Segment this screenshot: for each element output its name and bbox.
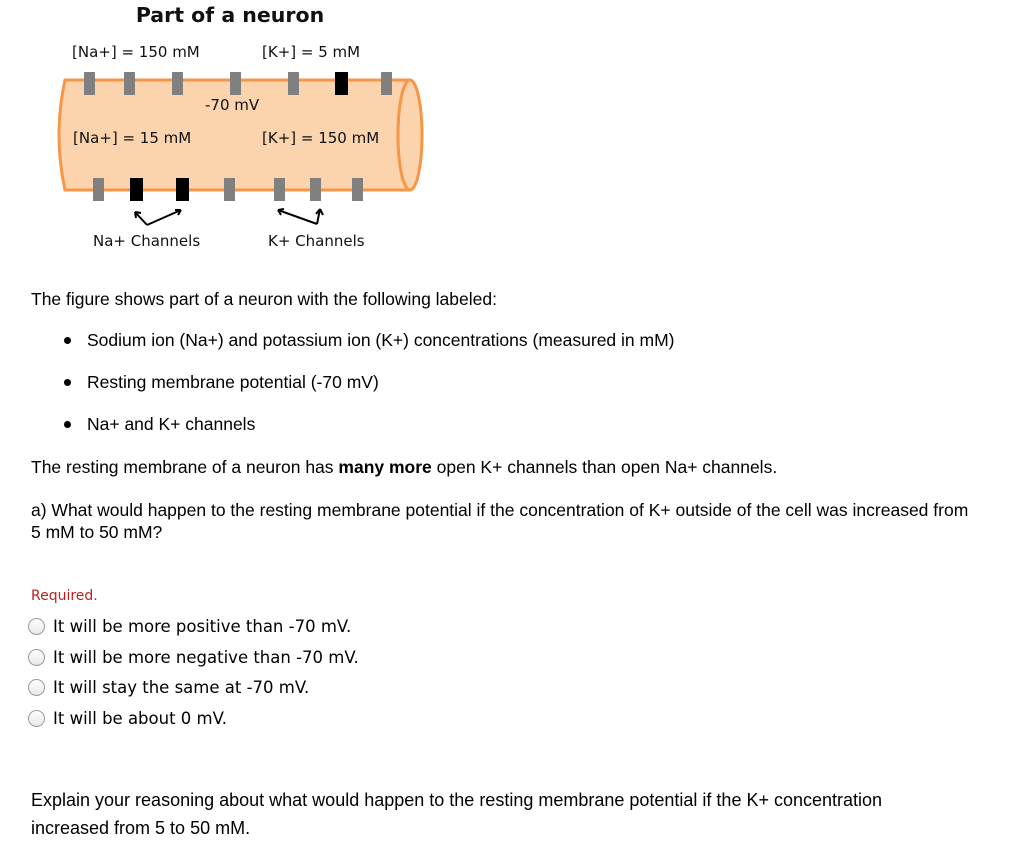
k-channel [274, 178, 285, 201]
top-membrane-channels [84, 72, 392, 95]
membrane-channel [224, 178, 235, 201]
membrane-channel [84, 72, 95, 95]
list-item: Resting membrane potential (-70 mV) [64, 371, 674, 413]
answer-option[interactable]: It will be about 0 mV. [28, 703, 359, 734]
bullet-icon [64, 421, 71, 428]
outside-k-concentration: [K+] = 5 mM [262, 43, 360, 61]
bullet-icon [64, 379, 71, 386]
resting-text-start: The resting membrane of a neuron has [31, 457, 339, 477]
list-item: Sodium ion (Na+) and potassium ion (K+) … [64, 329, 674, 371]
label-list: Sodium ion (Na+) and potassium ion (K+) … [64, 329, 674, 455]
list-item-text: Resting membrane potential (-70 mV) [87, 372, 379, 392]
open-channel [335, 72, 348, 95]
resting-emphasis: many more [338, 457, 432, 477]
bullet-icon [64, 337, 71, 344]
radio-button[interactable] [28, 617, 45, 635]
question-text: a) What would happen to the resting memb… [31, 500, 969, 542]
resting-statement: The resting membrane of a neuron has man… [31, 456, 777, 478]
radio-button[interactable] [28, 709, 45, 727]
na-open-channel [130, 178, 143, 201]
answer-options: It will be more positive than -70 mV. It… [28, 611, 359, 734]
na-open-channel [176, 178, 189, 201]
outside-na-concentration: [Na+] = 150 mM [72, 43, 200, 61]
axon-end-cap [396, 78, 424, 192]
inside-na-concentration: [Na+] = 15 mM [73, 129, 191, 147]
membrane-potential: -70 mV [205, 96, 260, 114]
answer-option[interactable]: It will be more positive than -70 mV. [28, 611, 359, 642]
answer-option-label[interactable]: It will be more negative than -70 mV. [53, 647, 359, 667]
resting-text-end: open K+ channels than open Na+ channels. [431, 457, 778, 477]
membrane-channel [230, 72, 241, 95]
radio-button[interactable] [28, 679, 45, 697]
membrane-channel [288, 72, 299, 95]
explain-prompt: Explain your reasoning about what would … [31, 790, 883, 838]
membrane-channel [381, 72, 392, 95]
answer-option[interactable]: It will stay the same at -70 mV. [28, 672, 359, 703]
radio-button[interactable] [28, 648, 45, 666]
na-channel-arrows [134, 209, 182, 226]
na-channels-label: Na+ Channels [93, 232, 200, 250]
answer-option-label[interactable]: It will stay the same at -70 mV. [53, 678, 310, 698]
diagram-title: Part of a neuron [136, 3, 324, 27]
membrane-channel [124, 72, 135, 95]
answer-option[interactable]: It will be more negative than -70 mV. [28, 642, 359, 673]
inside-k-concentration: [K+] = 150 mM [262, 129, 379, 147]
answer-option-label[interactable]: It will be about 0 mV. [53, 708, 228, 728]
list-item: Na+ and K+ channels [64, 413, 674, 455]
answer-option-label[interactable]: It will be more positive than -70 mV. [53, 616, 352, 636]
membrane-channel [93, 178, 104, 201]
bottom-membrane-channels [93, 178, 363, 201]
intro-text: The figure shows part of a neuron with t… [31, 289, 497, 309]
list-item-text: Sodium ion (Na+) and potassium ion (K+) … [87, 330, 675, 350]
required-label: Required. [31, 588, 98, 604]
list-item-text: Na+ and K+ channels [87, 414, 256, 434]
membrane-channel [352, 178, 363, 201]
k-channels-label: K+ Channels [268, 232, 365, 250]
k-channel [310, 178, 321, 201]
k-channel-arrows [277, 208, 324, 225]
membrane-channel [172, 72, 183, 95]
neuron-diagram: Part of a neuron [Na+] = 150 mM [K+] = 5… [57, 3, 424, 250]
axon-cylinder [57, 78, 424, 192]
